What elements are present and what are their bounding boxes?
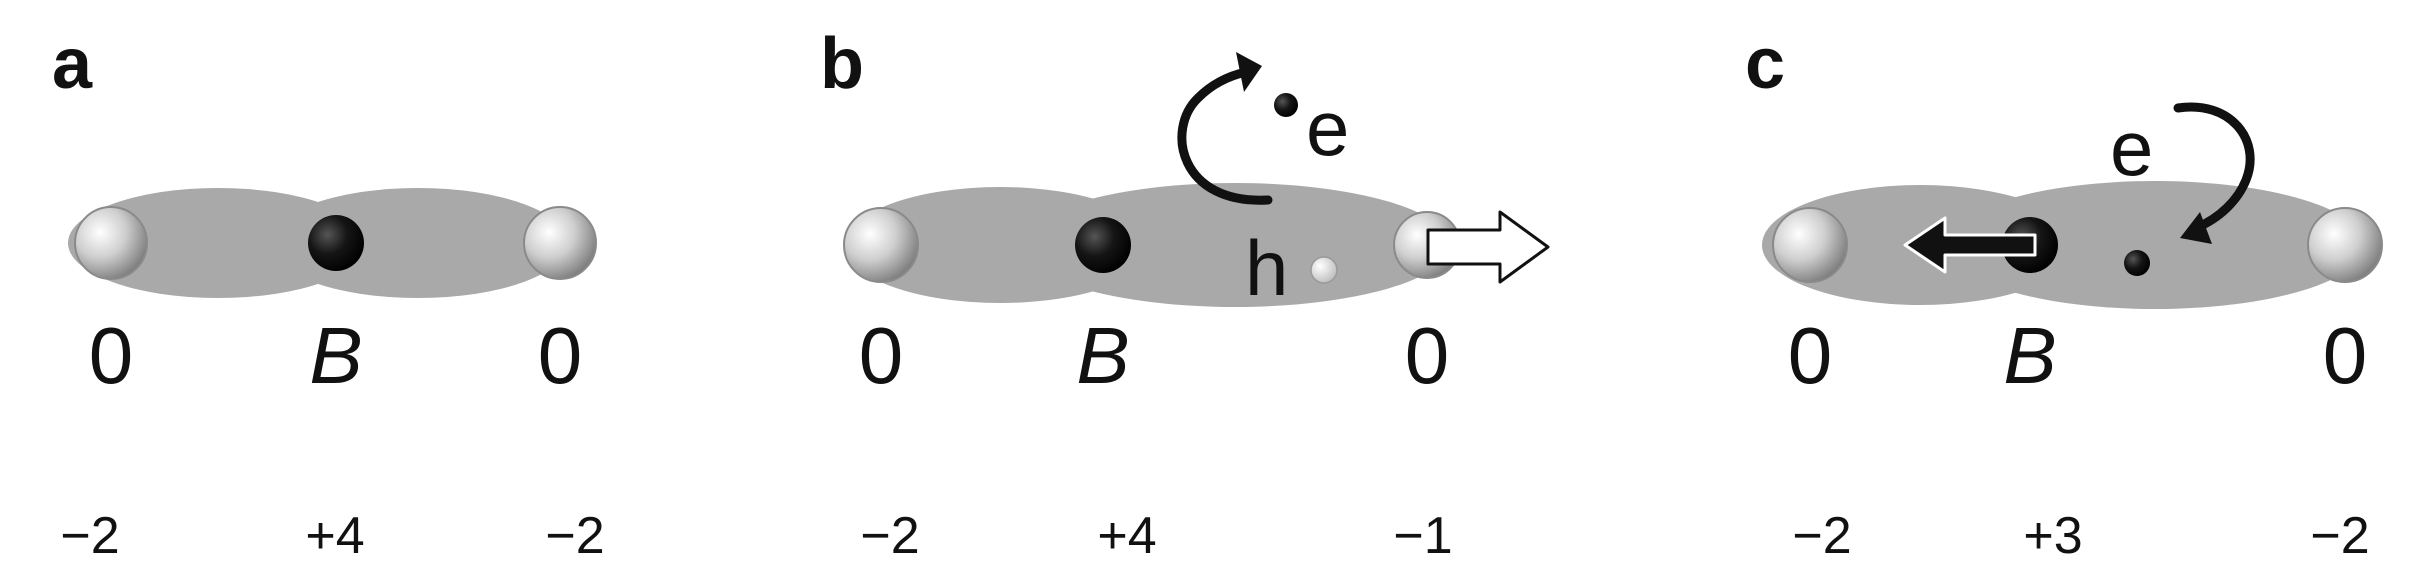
curved-excitation-arrowhead-icon xyxy=(1236,52,1262,92)
panel-a-site-left: 0 xyxy=(89,311,134,400)
panel-b-right-lobe xyxy=(1020,183,1450,307)
panel-c-charge-center: +3 xyxy=(2023,507,2082,565)
curved-capture-arrow-icon xyxy=(2173,102,2255,233)
panel-a-right-lobe xyxy=(268,188,568,298)
panel-c-charge-left: −2 xyxy=(1792,507,1851,565)
panel-b-site-left: 0 xyxy=(859,311,904,400)
panel-b-left-atom xyxy=(843,207,919,283)
curved-capture-arrowhead-icon xyxy=(2180,212,2212,244)
curved-excitation-arrow-icon xyxy=(1177,67,1273,205)
panel-a-center-atom xyxy=(308,215,364,271)
panel-a-site-center: B xyxy=(309,311,362,400)
panel-b-site-right: 0 xyxy=(1405,311,1450,400)
hollow-right-arrow-icon xyxy=(1426,210,1550,284)
panel-b-electron-icon xyxy=(1274,93,1298,117)
panel-a-right-atom xyxy=(523,206,597,280)
panel-b-charge-center: +4 xyxy=(1097,507,1156,565)
panel-b-label: b xyxy=(820,24,864,104)
panel-c: c e 0 B 0 −2 +3 −2 xyxy=(1745,24,2383,565)
panel-c-right-atom xyxy=(2307,207,2383,283)
panel-c-electron-label: e xyxy=(2110,104,2153,192)
hole-icon xyxy=(1310,256,1338,284)
panel-a-charge-right: −2 xyxy=(545,507,604,565)
panel-b-electron-label: e xyxy=(1306,84,1349,172)
panel-b-hole-label: h xyxy=(1245,224,1288,312)
panel-b-center-atom xyxy=(1075,217,1131,273)
panel-a-charge-left: −2 xyxy=(60,507,119,565)
panel-c-left-atom xyxy=(1772,207,1848,283)
panel-c-site-right: 0 xyxy=(2323,311,2368,400)
panel-c-site-center: B xyxy=(2003,311,2056,400)
panel-a-left-atom xyxy=(74,206,148,280)
panel-a-site-right: 0 xyxy=(538,311,583,400)
panel-c-charge-right: −2 xyxy=(2310,507,2369,565)
boxed-left-arrow-icon xyxy=(1903,216,2037,274)
panel-c-right-lobe xyxy=(1945,181,2365,309)
panel-a-charge-center: +4 xyxy=(305,507,364,565)
panel-b-charge-left: −2 xyxy=(860,507,919,565)
panel-c-label: c xyxy=(1745,24,1785,104)
panel-a: a 0 B 0 −2 +4 −2 xyxy=(52,24,605,565)
panel-b: b h e 0 B 0 −2 +4 −1 xyxy=(820,24,1550,565)
panel-b-site-center: B xyxy=(1076,311,1129,400)
panel-a-label: a xyxy=(52,24,93,104)
panel-c-site-left: 0 xyxy=(1788,311,1833,400)
panel-b-charge-right: −1 xyxy=(1393,507,1452,565)
panel-c-electron-icon xyxy=(2124,250,2150,276)
